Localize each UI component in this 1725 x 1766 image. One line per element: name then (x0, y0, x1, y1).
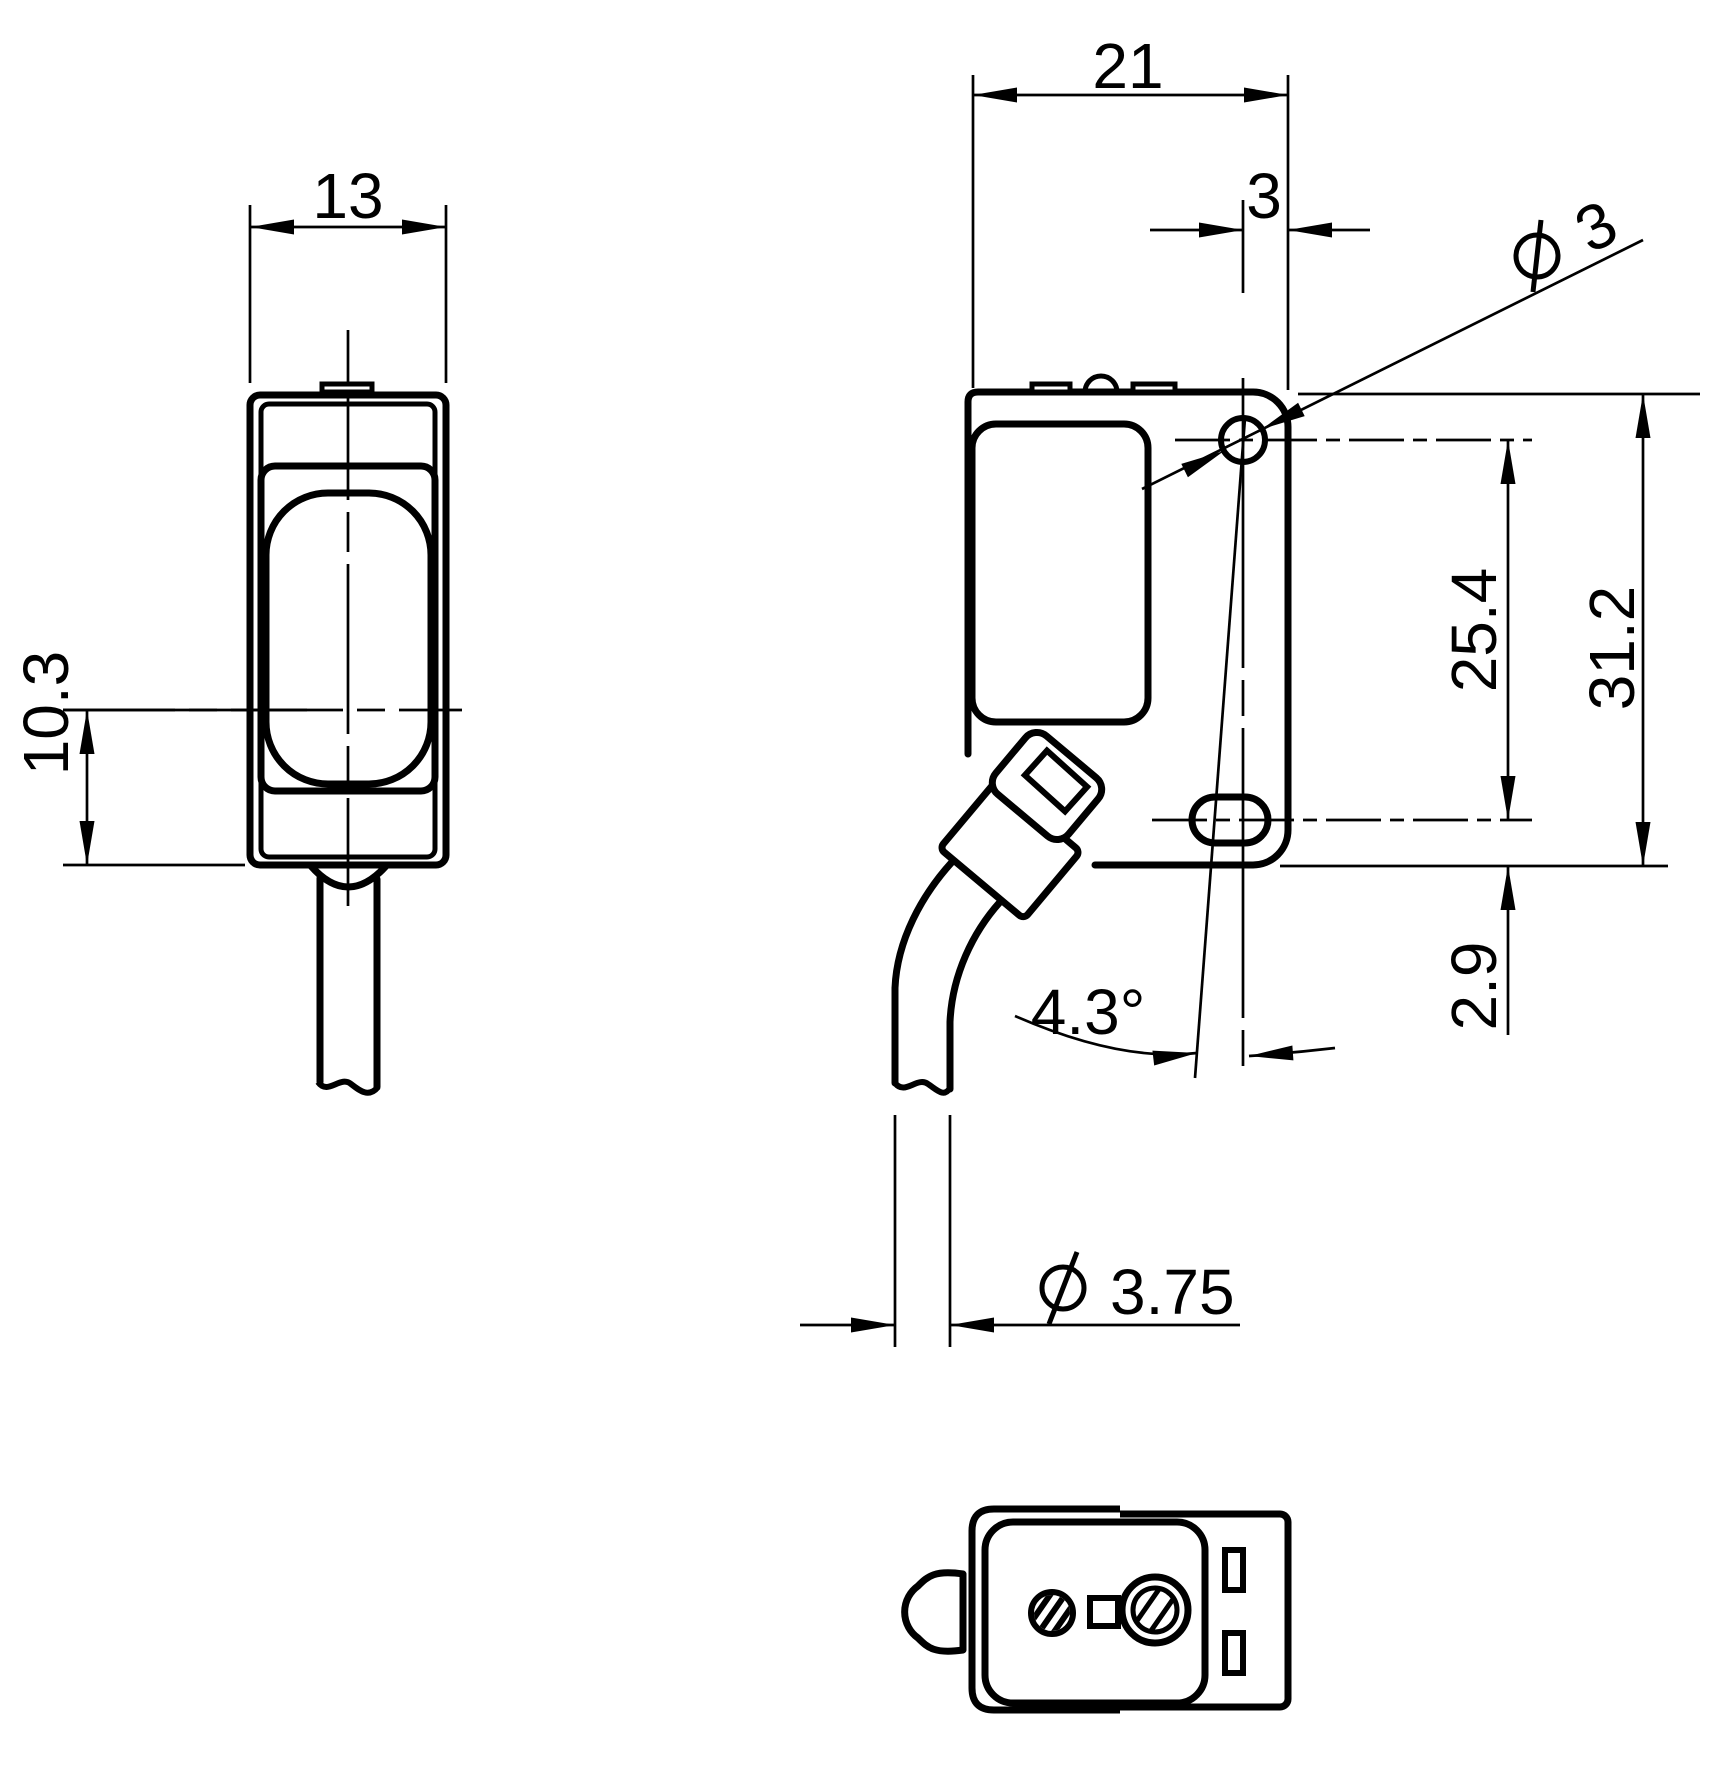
mounting-slot (1188, 793, 1272, 847)
hole-diameter-label: 3 (1564, 186, 1628, 266)
dim-cable-tilt-angle: 4.3° (1014, 976, 1336, 1066)
dim-side-height: 31.2 (1280, 392, 1700, 868)
dim-hole-pitch: 25.4 (1438, 440, 1516, 820)
dim-side-depth: 21 (971, 30, 1290, 390)
side-depth-label: 21 (1092, 30, 1163, 102)
side-cable-left-edge (891, 858, 956, 1087)
dim-optical-axis-height: 10.3 (10, 651, 307, 867)
mounting-hole (1218, 415, 1268, 465)
cable-diameter-label: 3.75 (1110, 1256, 1235, 1328)
cable-gland-hole (1020, 746, 1092, 816)
front-body-outline (246, 391, 450, 869)
adjuster-screw-small (1028, 1589, 1076, 1637)
hole-pitch-label: 25.4 (1438, 568, 1510, 693)
top-face-plate (981, 1518, 1209, 1707)
front-lens-frame (257, 462, 439, 795)
slot-bottom-offset-label: 2.9 (1438, 942, 1510, 1031)
side-top-dome (1082, 373, 1120, 393)
dim-slot-bottom-offset: 2.9 (1438, 866, 1516, 1035)
diameter-symbol (1039, 1251, 1087, 1325)
top-cable-boot (901, 1569, 967, 1655)
dim-cable-diameter: 3.75 (800, 1115, 1240, 1347)
side-top-tab-left (1029, 381, 1073, 395)
side-body-outline (964, 388, 1292, 869)
side-cable-right-edge (946, 898, 1004, 1093)
side-view: 21 3 3 25.4 31 (800, 30, 1700, 1347)
dim-hole-edge-offset: 3 (1150, 160, 1370, 293)
indicator-window (1087, 1595, 1121, 1629)
front-cable-boot (307, 862, 390, 891)
side-height-label: 31.2 (1576, 586, 1648, 711)
front-lens-window (262, 489, 435, 788)
front-top-tab (319, 381, 375, 395)
front-cable-break (315, 1078, 381, 1096)
optical-axis-height-label: 10.3 (10, 651, 82, 776)
dim-hole-diameter: 3 (1141, 186, 1644, 491)
side-top-tab-right (1130, 381, 1178, 395)
side-cable-break (892, 1079, 953, 1096)
side-front-assembly (968, 420, 1152, 726)
tilt-axis-line (1193, 417, 1247, 1079)
hole-dia-arrow-upper (1262, 402, 1305, 429)
front-width-label: 13 (312, 160, 383, 232)
hole-edge-offset-label: 3 (1246, 160, 1282, 232)
hole-dia-arrow-lower (1181, 451, 1224, 478)
front-view: 13 10.3 (10, 160, 462, 1096)
connector-slot-bottom (1222, 1630, 1246, 1676)
diameter-symbol (1513, 219, 1561, 293)
adjuster-screw-large (1118, 1573, 1192, 1647)
connector-top-view (901, 1505, 1292, 1714)
cable-tilt-angle-label: 4.3° (1031, 976, 1146, 1048)
dim-front-width: 13 (248, 160, 448, 383)
connector-slot-top (1222, 1547, 1246, 1593)
